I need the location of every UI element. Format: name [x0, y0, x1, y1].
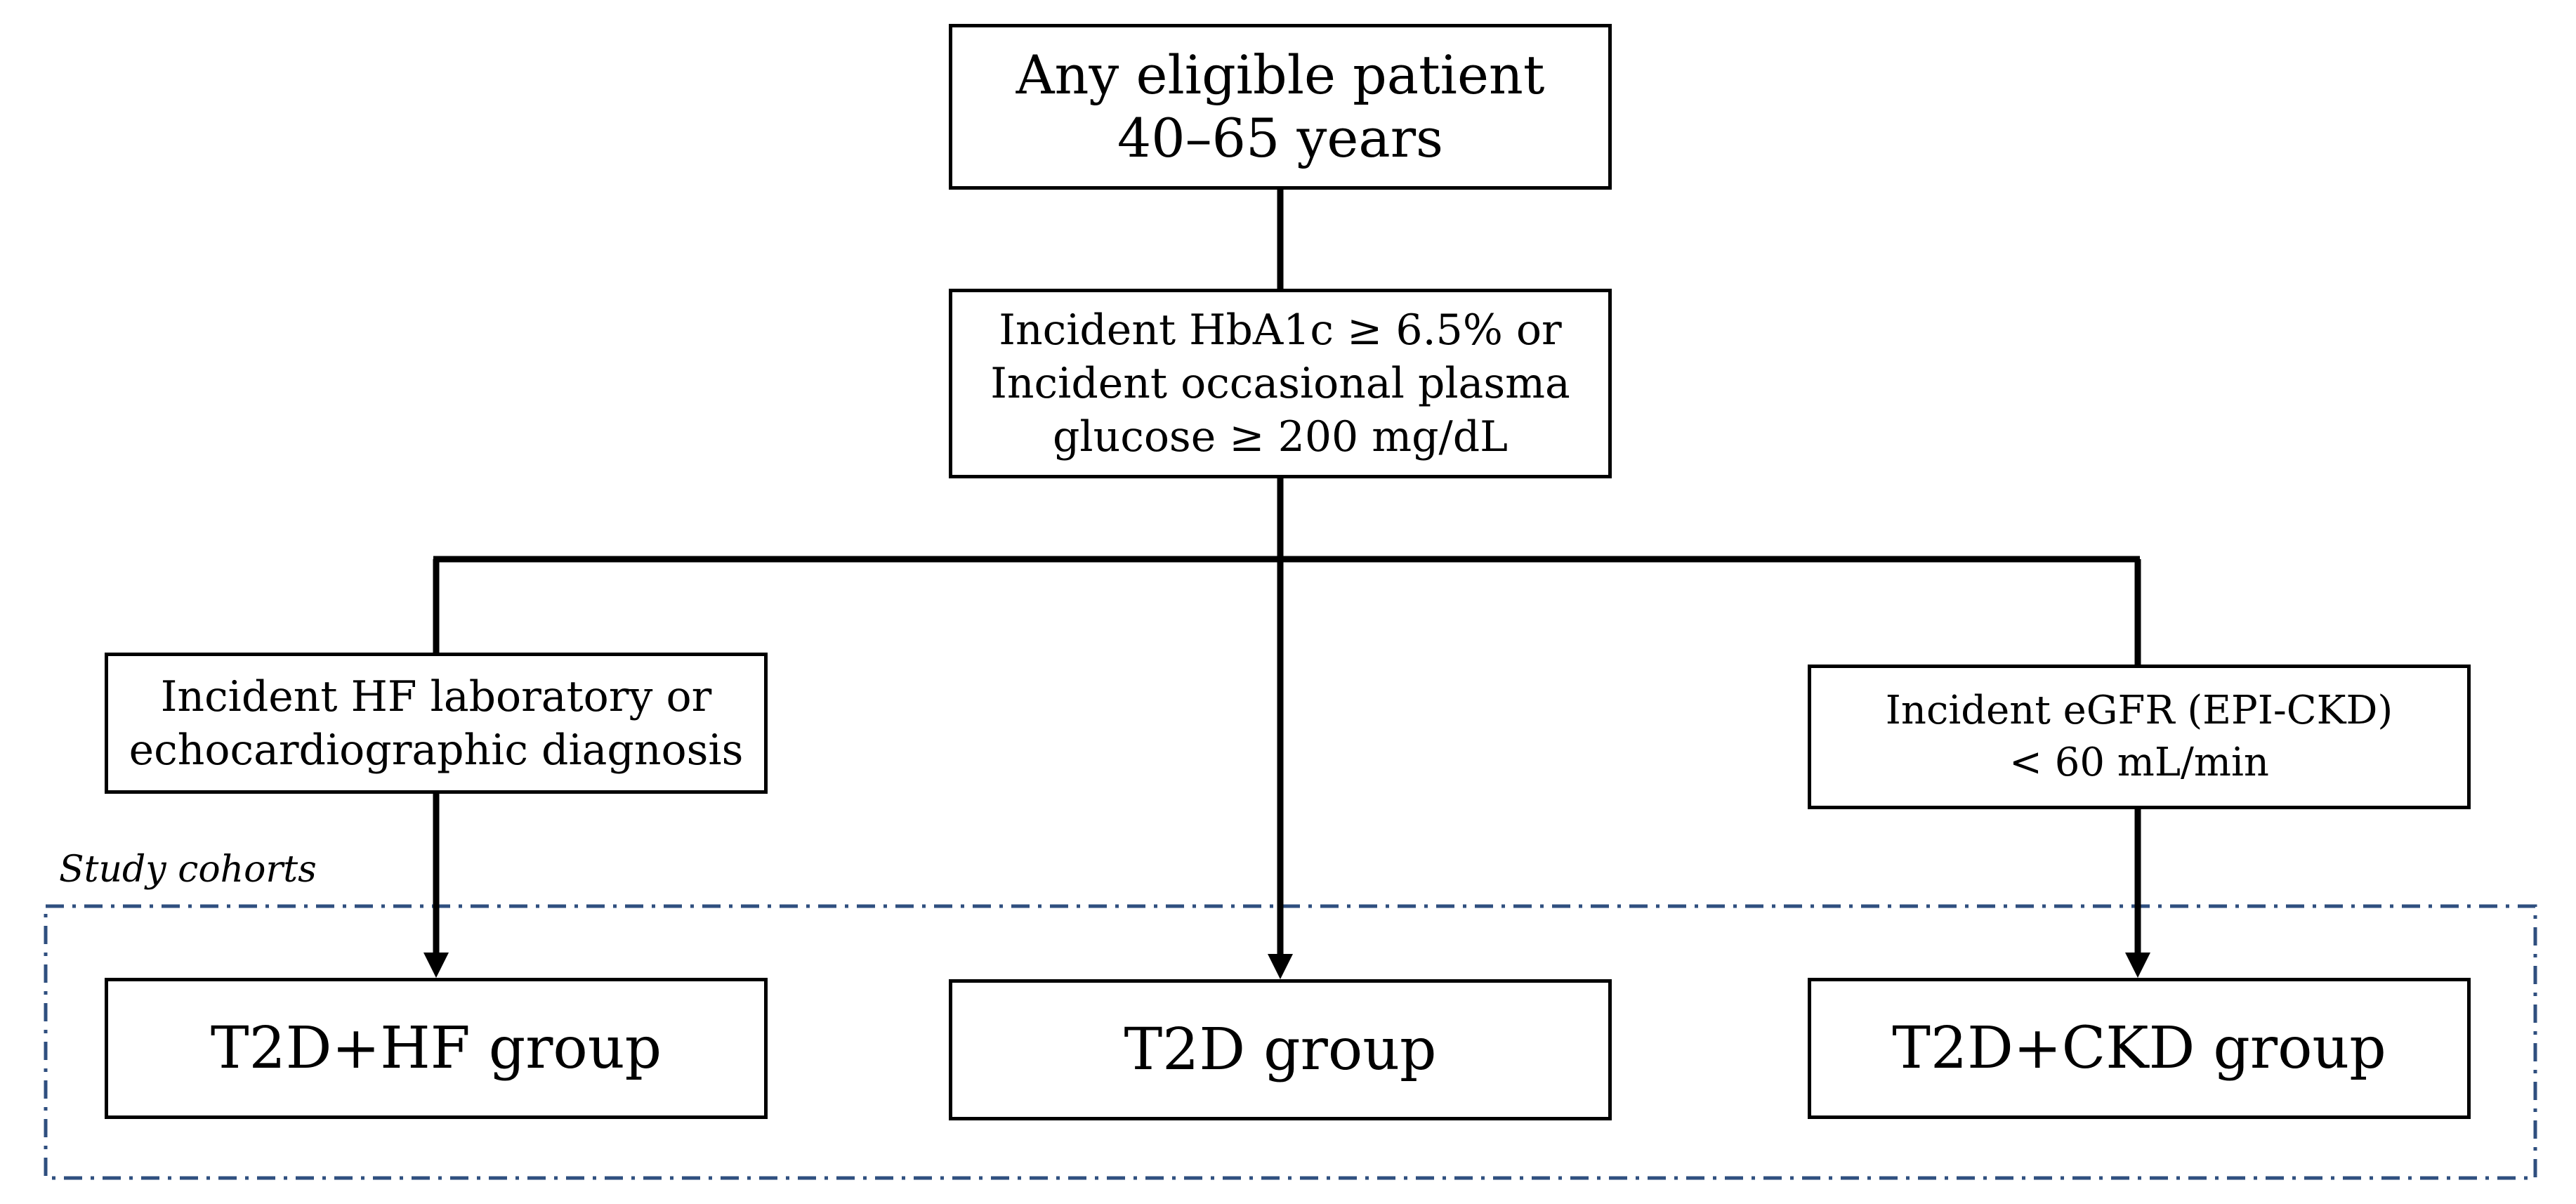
node-diabetes-criteria: Incident HbA1c ≥ 6.5% or Incident occasi…	[949, 289, 1612, 478]
node-t2d-group: T2D group	[949, 979, 1612, 1120]
node-t2d-hf-group: T2D+HF group	[105, 978, 768, 1119]
study-cohorts-boundary	[44, 904, 2537, 1180]
group-label: T2D+CKD group	[1892, 1015, 2386, 1082]
node-t2d-ckd-group: T2D+CKD group	[1808, 978, 2471, 1119]
group-label: T2D group	[1124, 1016, 1437, 1083]
node-text-line: Incident occasional plasma	[990, 359, 1570, 408]
node-text-line: Incident HbA1c ≥ 6.5% or	[999, 306, 1562, 355]
node-text-line: Incident eGFR (EPI-CKD)	[1885, 688, 2393, 733]
group-label: T2D+HF group	[210, 1015, 662, 1082]
node-eligible-patient: Any eligible patient 40–65 years	[949, 24, 1612, 190]
arrowhead-hf-group	[423, 953, 449, 978]
node-hf-diagnosis: Incident HF laboratory or echocardiograp…	[105, 653, 768, 794]
node-text-line: glucose ≥ 200 mg/dL	[1052, 412, 1509, 462]
node-text-line: Any eligible patient	[1016, 44, 1545, 106]
node-text-line: 40–65 years	[1117, 107, 1444, 169]
node-text-line: Incident HF laboratory or	[160, 672, 712, 721]
node-text-line: < 60 mL/min	[2009, 740, 2269, 785]
arrowhead-t2d-group	[1268, 954, 1293, 979]
study-cohorts-label: Study cohorts	[59, 849, 317, 891]
node-ckd-diagnosis: Incident eGFR (EPI-CKD) < 60 mL/min	[1808, 665, 2471, 809]
node-text-line: echocardiographic diagnosis	[129, 725, 744, 775]
arrowhead-ckd-group	[2125, 953, 2150, 978]
